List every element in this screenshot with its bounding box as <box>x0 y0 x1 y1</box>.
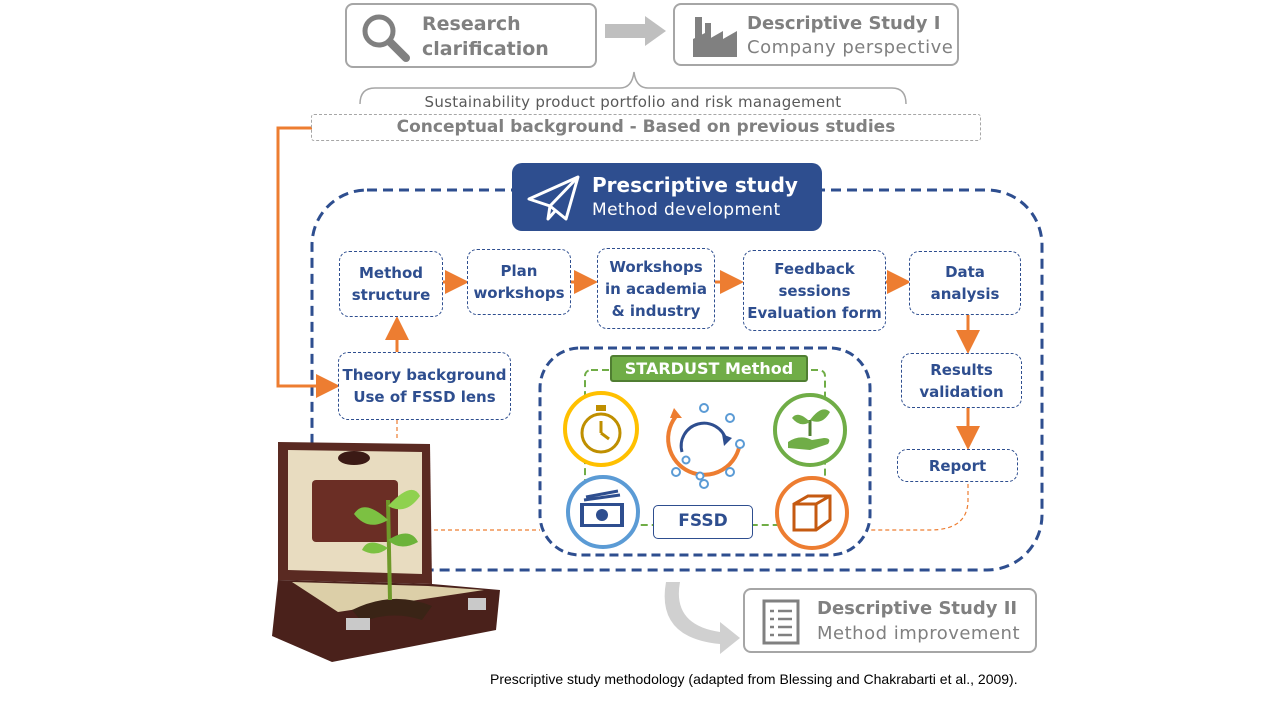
ds2-curved-arrow <box>664 582 740 654</box>
briefcase-plant-illustration <box>272 442 500 662</box>
report-link <box>868 484 969 531</box>
conceptual-to-theory-arrow <box>276 126 340 398</box>
sustainability-text: Sustainability product portfolio and ris… <box>424 93 842 111</box>
stopwatch-icon <box>563 391 639 467</box>
workshops-box: Workshops in academia & industry <box>597 248 715 329</box>
fssd-label: FSSD <box>678 511 728 531</box>
method-structure-box: Method structure <box>339 251 443 317</box>
cycle-icon <box>666 403 745 489</box>
descriptive-study-2-box: Descriptive Study II Method improvement <box>743 588 1037 653</box>
factory-icon <box>693 17 737 57</box>
report-box: Report <box>897 449 1018 482</box>
ds2-label: Descriptive Study II Method improvement <box>817 598 1021 644</box>
research-clarification-box: Research clarification <box>345 3 597 68</box>
money-icon <box>566 475 640 549</box>
stardust-title: STARDUST Method <box>624 359 794 378</box>
plant-hand-icon <box>773 393 847 467</box>
results-validation-box: Results validation <box>901 353 1022 408</box>
checklist-icon <box>762 599 800 645</box>
magnifier-icon <box>362 14 410 62</box>
theory-background-box: Theory background Use of FSSD lens <box>338 352 511 420</box>
feedback-box: Feedback sessions Evaluation form <box>743 250 886 331</box>
prescriptive-label: Prescriptive study Method development <box>592 173 798 220</box>
conceptual-background-label: Conceptual background - Based on previou… <box>396 117 896 137</box>
ds1-label: Descriptive Study I Company perspective <box>747 13 954 58</box>
descriptive-study-1-box: Descriptive Study I Company perspective <box>673 3 959 66</box>
prescriptive-study-box: Prescriptive study Method development <box>512 163 822 231</box>
data-analysis-box: Data analysis <box>909 251 1021 315</box>
briefcase-link <box>396 420 540 531</box>
figure-caption: Prescriptive study methodology (adapted … <box>490 671 1018 687</box>
cube-icon <box>775 476 849 550</box>
plan-workshops-box: Plan workshops <box>467 249 571 315</box>
stardust-method-label: STARDUST Method <box>610 355 808 382</box>
paper-plane-icon <box>527 175 580 221</box>
conceptual-background-box: Conceptual background - Based on previou… <box>311 114 981 141</box>
top-flow-arrow <box>605 16 666 46</box>
fssd-label-box: FSSD <box>653 505 753 539</box>
research-label: Research clarification <box>422 13 549 60</box>
brace <box>359 71 907 105</box>
